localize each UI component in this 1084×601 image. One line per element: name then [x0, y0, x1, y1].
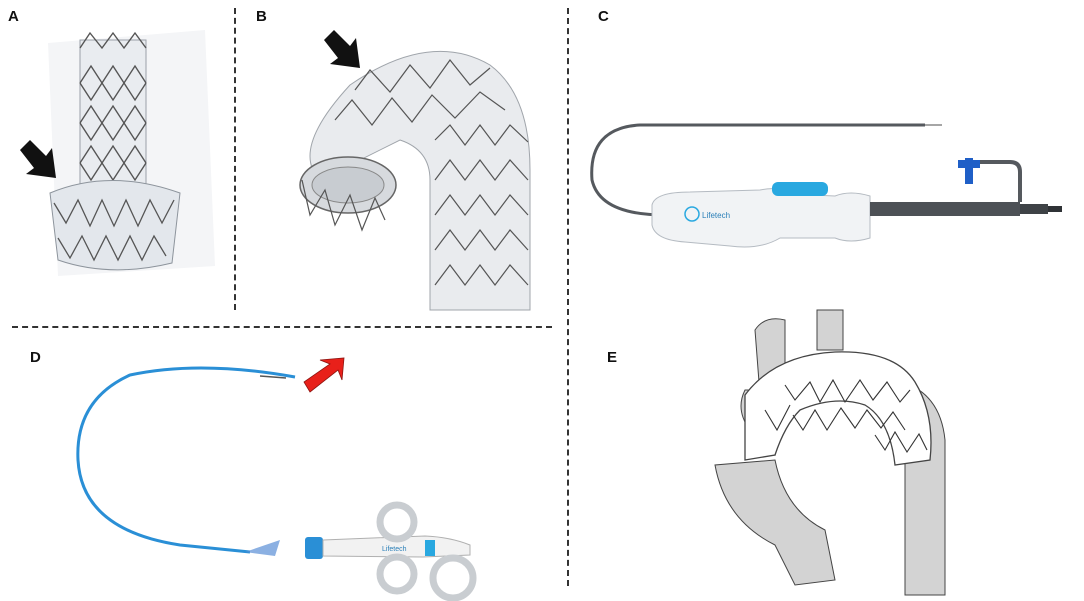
panel-c-brand-text: Lifetech: [702, 211, 730, 220]
vertical-divider-ab: [234, 8, 236, 310]
panel-b-arch-stent-graft-image: [299, 50, 531, 311]
panel-label-d: D: [30, 349, 41, 366]
panel-label-e: E: [607, 349, 618, 366]
panel-d-arrow-icon: [303, 357, 345, 393]
panel-label-a: A: [8, 8, 19, 25]
panel-b-arrow-icon: [324, 30, 360, 68]
panel-d-catheter-image: Lifetech: [76, 366, 477, 601]
panel-d-brand-text: Lifetech: [382, 546, 407, 553]
vertical-divider-main: [567, 8, 569, 586]
panel-a-arrow-icon: [20, 140, 56, 178]
panel-label-c: C: [598, 8, 609, 25]
horizontal-divider-d: [12, 326, 552, 328]
panel-c-delivery-system-image: Lifetech: [590, 123, 1062, 248]
panel-a-stent-graft-image: [48, 30, 215, 276]
panel-label-b: B: [256, 8, 267, 25]
panel-e-aortic-arch-diagram: [714, 309, 946, 596]
